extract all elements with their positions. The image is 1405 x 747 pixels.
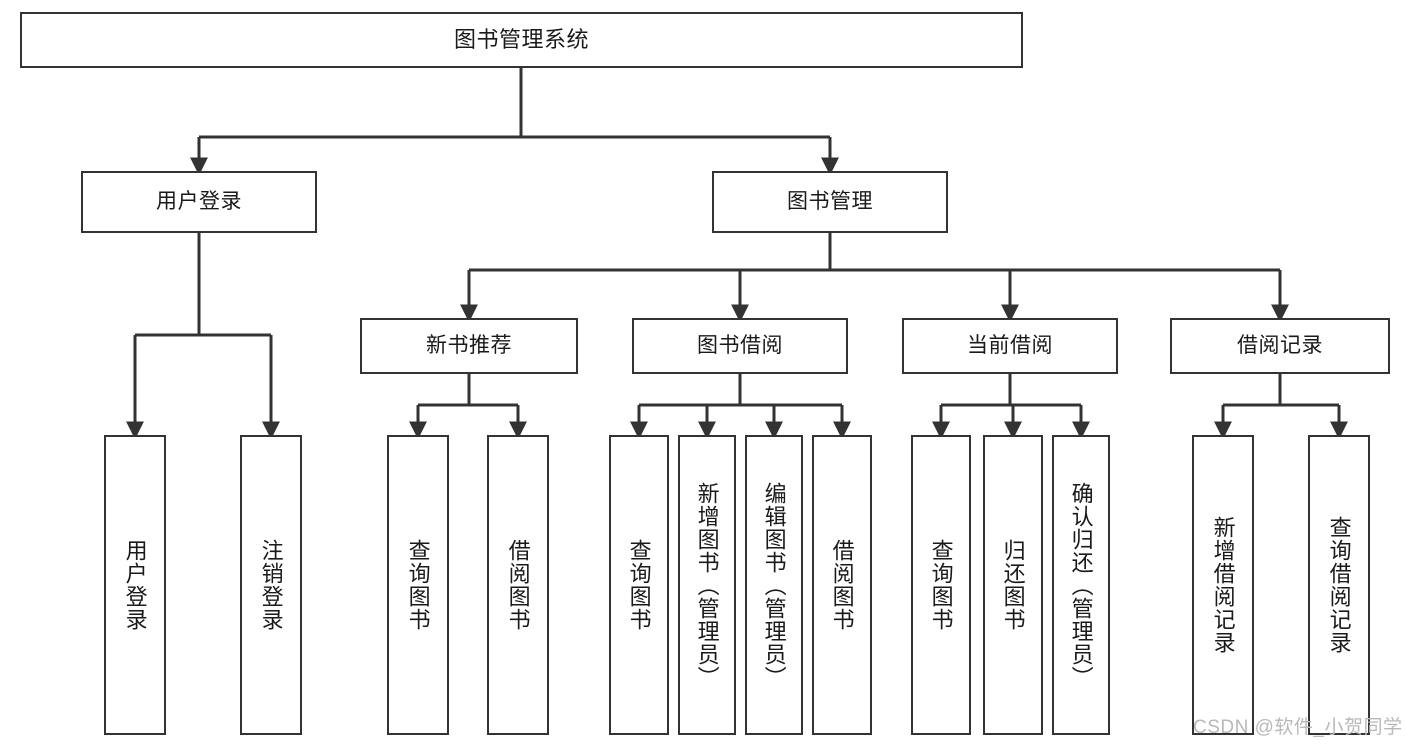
node-leaf-edit-book[interactable]: 编辑图书（管理员） bbox=[745, 435, 803, 735]
node-user-login-label: 用户登录 bbox=[156, 189, 242, 213]
node-new-book-recommend[interactable]: 新书推荐 bbox=[360, 318, 578, 374]
node-leaf-query-book-3-label: 查询图书 bbox=[928, 539, 954, 631]
node-current-borrow-label: 当前借阅 bbox=[967, 333, 1053, 357]
node-leaf-query-book-2[interactable]: 查询图书 bbox=[609, 435, 669, 735]
node-leaf-borrow-book-2[interactable]: 借阅图书 bbox=[812, 435, 872, 735]
node-leaf-query-book-2-label: 查询图书 bbox=[626, 539, 652, 631]
node-leaf-add-record-label: 新增借阅记录 bbox=[1210, 516, 1236, 654]
node-leaf-return-book-label: 归还图书 bbox=[1000, 539, 1026, 631]
node-leaf-add-record[interactable]: 新增借阅记录 bbox=[1192, 435, 1254, 735]
node-leaf-confirm-return[interactable]: 确认归还（管理员） bbox=[1052, 435, 1110, 735]
node-book-borrow[interactable]: 图书借阅 bbox=[632, 318, 848, 374]
node-leaf-return-book[interactable]: 归还图书 bbox=[983, 435, 1043, 735]
node-book-manage-label: 图书管理 bbox=[787, 189, 873, 213]
node-leaf-add-book[interactable]: 新增图书（管理员） bbox=[678, 435, 736, 735]
node-leaf-query-book-1-label: 查询图书 bbox=[405, 539, 431, 631]
node-book-manage[interactable]: 图书管理 bbox=[712, 171, 948, 233]
node-leaf-query-book-3[interactable]: 查询图书 bbox=[911, 435, 971, 735]
node-leaf-logout[interactable]: 注销登录 bbox=[240, 435, 302, 735]
node-leaf-query-record-label: 查询借阅记录 bbox=[1326, 516, 1352, 654]
node-user-login[interactable]: 用户登录 bbox=[81, 171, 317, 233]
node-leaf-user-login-label: 用户登录 bbox=[122, 539, 148, 631]
node-root-label: 图书管理系统 bbox=[453, 27, 589, 53]
node-leaf-logout-label: 注销登录 bbox=[258, 539, 284, 631]
node-book-borrow-label: 图书借阅 bbox=[697, 333, 783, 357]
node-leaf-query-record[interactable]: 查询借阅记录 bbox=[1308, 435, 1370, 735]
node-leaf-user-login[interactable]: 用户登录 bbox=[104, 435, 166, 735]
node-root[interactable]: 图书管理系统 bbox=[20, 12, 1023, 68]
node-new-book-recommend-label: 新书推荐 bbox=[426, 333, 512, 357]
node-leaf-add-book-label: 新增图书（管理员） bbox=[694, 481, 720, 689]
node-borrow-record[interactable]: 借阅记录 bbox=[1170, 318, 1390, 374]
node-leaf-borrow-book-1[interactable]: 借阅图书 bbox=[487, 435, 549, 735]
node-leaf-borrow-book-1-label: 借阅图书 bbox=[505, 539, 531, 631]
node-leaf-confirm-return-label: 确认归还（管理员） bbox=[1068, 481, 1094, 689]
node-leaf-edit-book-label: 编辑图书（管理员） bbox=[761, 481, 787, 689]
node-current-borrow[interactable]: 当前借阅 bbox=[902, 318, 1118, 374]
node-leaf-query-book-1[interactable]: 查询图书 bbox=[387, 435, 449, 735]
node-borrow-record-label: 借阅记录 bbox=[1237, 333, 1323, 357]
node-leaf-borrow-book-2-label: 借阅图书 bbox=[829, 539, 855, 631]
watermark: CSDN @软件_小贺同学 bbox=[1193, 717, 1403, 738]
